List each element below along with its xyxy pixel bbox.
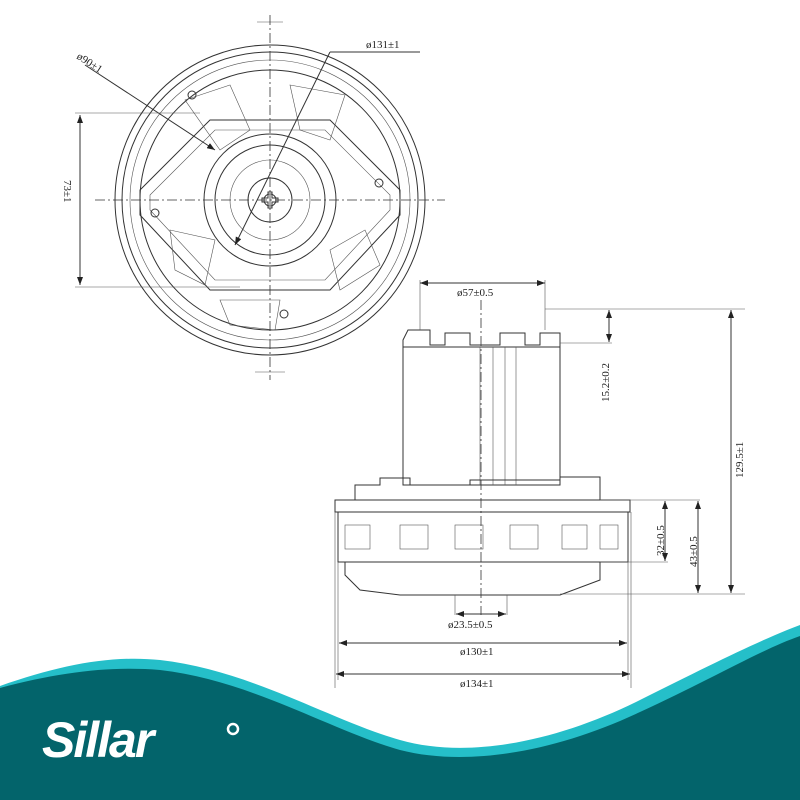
dim-flange-height-32: 32±0.5 — [655, 525, 667, 556]
dim-mount-spacing: 73±1 — [61, 180, 73, 203]
dim-top-height: 15.2±0.2 — [600, 363, 612, 402]
brand-logo: Sillar — [42, 712, 240, 768]
dim-flange-height-43: 43±0.5 — [688, 536, 700, 567]
dim-body-diameter: ø130±1 — [460, 646, 494, 658]
top-view — [75, 15, 445, 380]
side-view — [334, 280, 745, 688]
dim-outer-diameter: ø131±1 — [366, 39, 400, 51]
footer-wave — [0, 625, 800, 800]
dim-shaft-diameter: ø23.5±0.5 — [448, 619, 493, 631]
dim-top-diameter: ø57±0.5 — [457, 287, 494, 299]
brand-name: Sillar — [42, 712, 157, 768]
registered-mark-icon — [226, 722, 240, 736]
dim-max-diameter: ø134±1 — [460, 678, 494, 690]
dim-inner-diameter: ø90±1 — [74, 50, 104, 75]
dim-total-height: 129.5±1 — [734, 442, 746, 478]
